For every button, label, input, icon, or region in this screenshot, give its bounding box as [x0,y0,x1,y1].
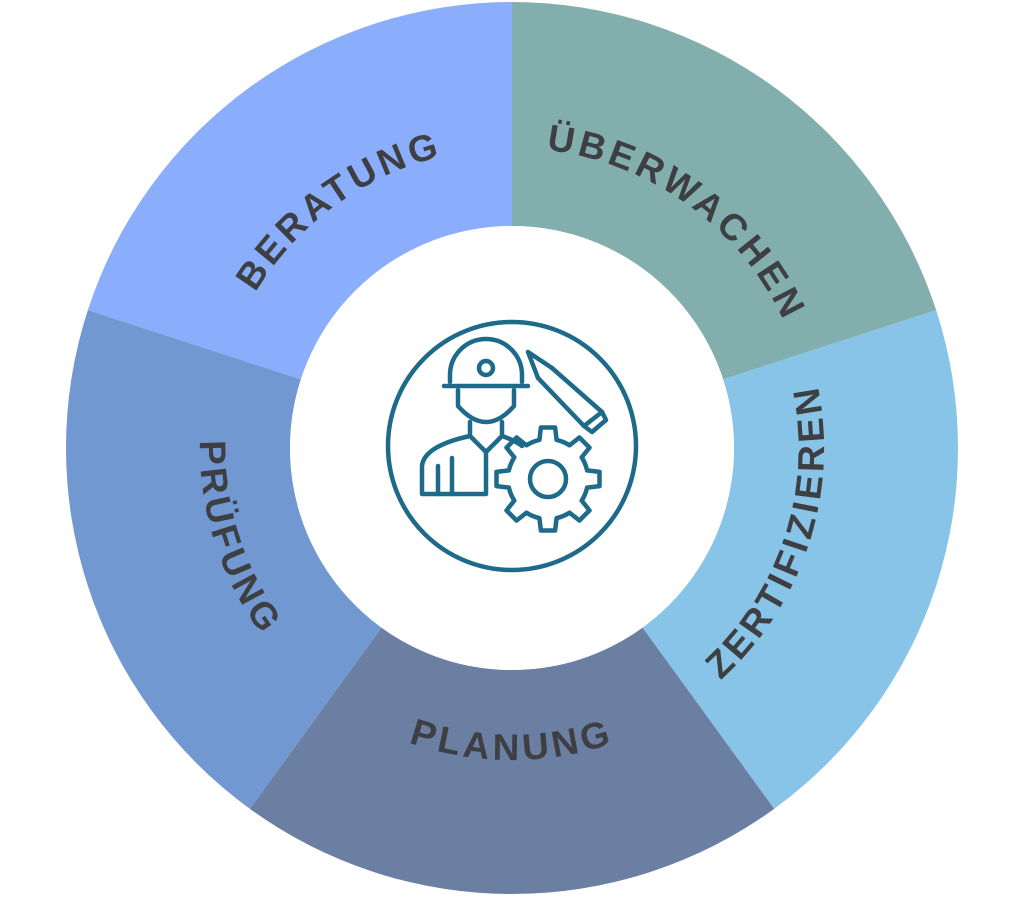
segment-ueberwachen [512,2,937,380]
hard-hat-icon [441,336,531,389]
pencil-icon [525,349,609,435]
segment-pruefung [66,310,382,809]
segment-zertifizieren [642,310,958,809]
vest-stripe-icon [435,455,455,497]
segment-planung [249,627,775,894]
face-icon [455,387,517,425]
center-disc [290,226,734,670]
icon-ring [385,319,639,573]
gear-icon [494,425,602,533]
segment-beratung [87,2,512,380]
engineer-gear-icon [385,319,639,573]
wheel-segments [66,2,958,894]
